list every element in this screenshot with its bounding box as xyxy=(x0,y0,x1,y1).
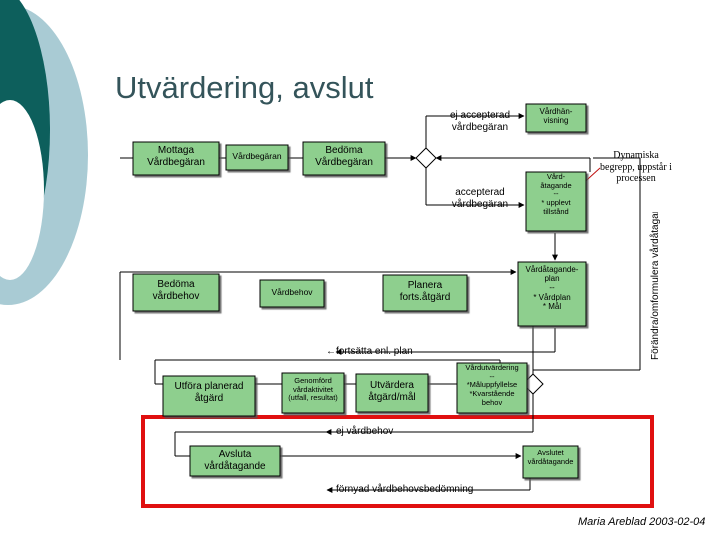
box-bedoma-vardbehov xyxy=(132,273,220,312)
label-bedoma-vardbegaran: Bedöma Vårdbegäran xyxy=(315,145,373,168)
label-vardhanvisning: Vårdhän- visning xyxy=(539,107,573,126)
box-genomford xyxy=(281,372,345,414)
label-avsluta: Avsluta vårdåtagande xyxy=(204,449,266,472)
box-bedoma-vardbegaran xyxy=(302,141,386,176)
box-planera xyxy=(382,274,468,312)
label-vardutvardering: Vårdutvärdering -- *Måluppfyllelse *Kvar… xyxy=(465,363,519,407)
label-forandra: Förändra/omformulera vårdåtagande→ xyxy=(649,212,661,360)
red-highlight-frame xyxy=(141,415,654,508)
box-vardbegaran xyxy=(225,144,289,171)
label-vardbehov: Vårdbehov xyxy=(271,287,313,297)
box-avslutet xyxy=(522,445,579,479)
box-vardbehov xyxy=(259,279,325,308)
left-arrow-icon: ← xyxy=(326,346,336,357)
label-vardatagandeplan: Vårdåtagande- plan -- * Vårdplan * Mål xyxy=(525,265,579,311)
label-genomford: Genomförd vårdaktivitet (utfall, resulta… xyxy=(288,376,338,403)
box-vardhanvisning xyxy=(525,103,587,133)
box-utvardera xyxy=(355,373,429,413)
box-utfora xyxy=(162,375,256,417)
box-vardatagande xyxy=(525,171,587,232)
label-ej-vardbehov: ←ej vårdbehov xyxy=(326,426,394,437)
left-arrow-icon: ← xyxy=(326,484,336,495)
label-bedoma-vardbehov: Bedöma vårdbehov xyxy=(152,279,200,302)
label-fornyad: ←förnyad vårdbehovsbedömning xyxy=(326,484,474,495)
white-arc-shape xyxy=(0,100,44,280)
label-accepterad: accepterad vårdbegäran xyxy=(451,187,509,210)
box-mottaga xyxy=(132,141,220,176)
box-avsluta xyxy=(189,445,281,477)
label-avslutet: Avslutet vårdåtagande xyxy=(527,448,574,466)
decision-diamond-1 xyxy=(415,147,437,169)
box-vardutvardering xyxy=(456,362,528,414)
left-arrow-icon: ← xyxy=(326,426,336,437)
label-vardatagande: Vård- åtagande -- * upplevt tillstånd xyxy=(540,172,572,216)
label-utfora: Utföra planerad åtgärd xyxy=(174,381,244,404)
label-planera: Planera forts.åtgärd xyxy=(399,280,451,303)
slide-title: Utvärdering, avslut xyxy=(115,70,374,105)
svg-text:Förändra/omformulera vårdåtaga: Förändra/omformulera vårdåtagande→ xyxy=(649,212,661,360)
label-utvardera: Utvärdera åtgärd/mål xyxy=(368,380,416,403)
label-fortsatta: ←fortsätta enl. plan xyxy=(326,346,413,357)
author-date: Maria Areblad 2003-02-04 xyxy=(578,516,706,528)
label-vardbegaran: Vårdbegäran xyxy=(232,151,282,161)
box-vardatagandeplan xyxy=(517,261,587,327)
label-ej-accepterad: ej accepterad vårdbegäran xyxy=(449,110,511,133)
label-mottaga: Mottaga Vårdbegäran xyxy=(147,145,205,168)
label-dynamiska: Dynamiska begrepp, uppstår i processen xyxy=(600,150,672,184)
